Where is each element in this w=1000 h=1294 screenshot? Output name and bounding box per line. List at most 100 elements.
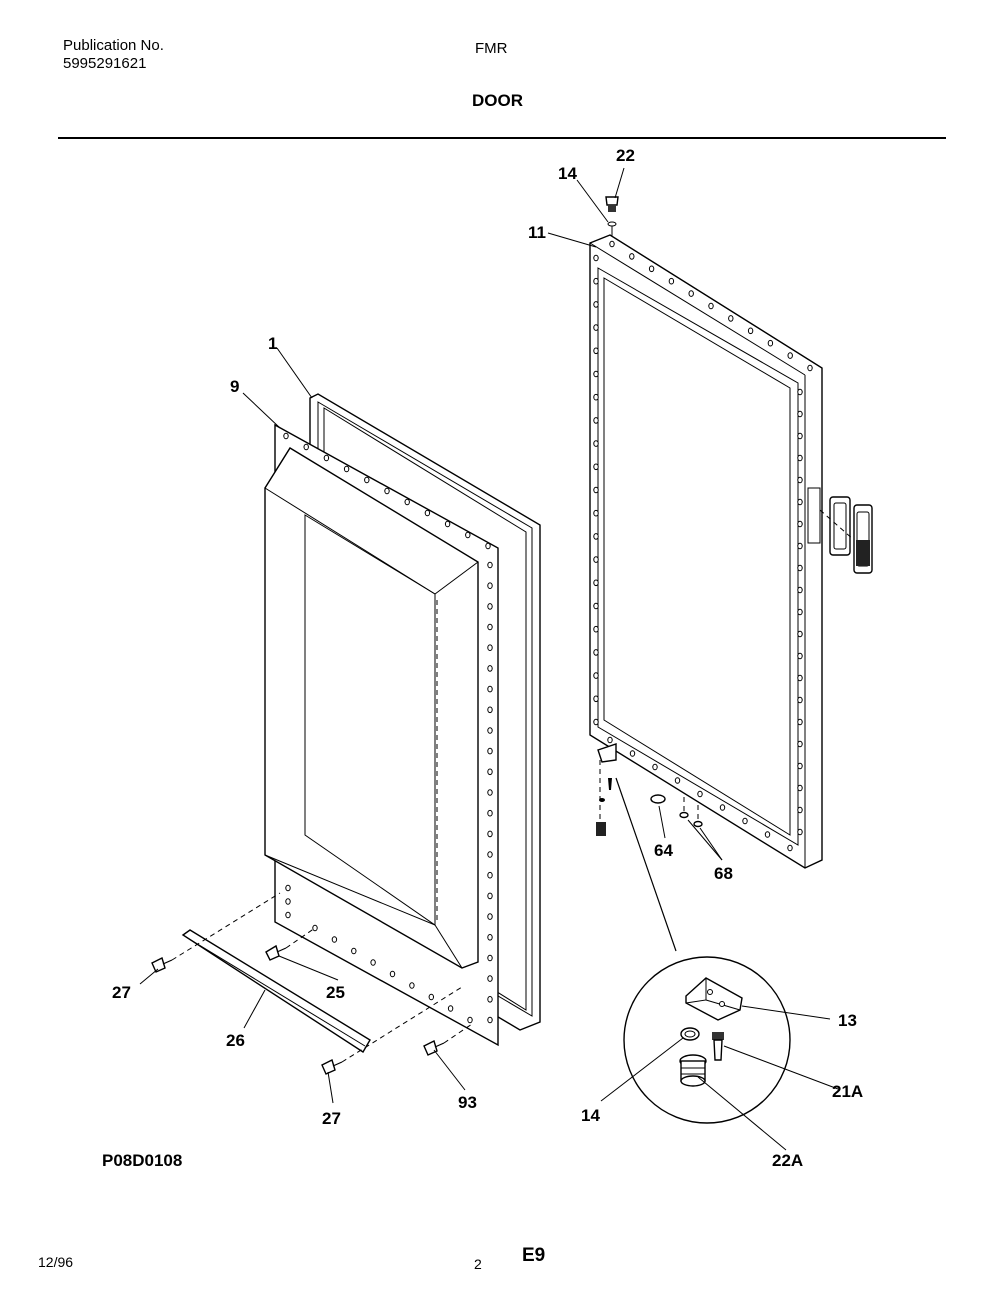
liner-hole [364,476,370,484]
panel-hole [797,410,803,418]
callout-14-detail: 14 [581,1106,600,1125]
panel-hole [593,417,599,424]
panel-hole [797,454,803,462]
panel-hole [767,339,774,347]
panel-hole [688,290,694,297]
liner-hole [285,898,291,905]
panel-hole [797,542,803,550]
bottom-trim [181,929,371,1053]
panel-hole [797,608,803,616]
callout-27-bottom: 27 [322,1109,341,1128]
callout-27-left: 27 [112,983,131,1002]
liner-hole [487,561,493,569]
panel-hole [797,674,803,682]
panel-hole [797,476,803,484]
panel-hole [797,828,803,836]
panel-hole [593,347,599,355]
hinge-detail-view [615,777,791,1124]
liner-hole [487,830,493,838]
diagram-code: P08D0108 [102,1151,183,1170]
liner-hole [444,520,451,528]
panel-hole [593,324,599,331]
panel-hole [787,352,793,359]
callout-1: 1 [268,334,277,353]
liner-hole [487,747,493,755]
callout-93: 93 [458,1093,477,1112]
panel-hole [593,440,599,447]
callout-68: 68 [714,864,733,883]
panel-hole [593,254,599,262]
panel-hole [728,315,734,322]
panel-hole [708,302,714,310]
callout-64: 64 [654,841,673,860]
callout-25: 25 [326,983,345,1002]
liner-hole [384,487,390,495]
page-number: 2 [474,1256,482,1272]
panel-hole [674,777,681,784]
panel-hole [593,695,599,703]
liner-hole [487,996,493,1003]
panel-hole [593,486,599,494]
callout-21a: 21A [832,1082,863,1101]
liner-hole [487,934,493,941]
liner-hole [487,623,493,631]
liner-hole [343,465,350,473]
top-hinge-pin [605,196,619,236]
panel-hole [797,432,803,440]
liner-hole [389,970,396,978]
panel-hole [593,579,599,587]
panel-hole [629,253,635,260]
liner-hole [487,685,493,693]
panel-hole [593,625,599,633]
panel-hole [764,831,771,838]
panel-hole [797,740,803,748]
liner-hole [487,975,493,982]
panel-hole [697,790,703,798]
liner-hole [487,954,493,962]
liner-hole [409,982,415,989]
panel-hole [652,763,658,771]
panel-hole [593,370,599,378]
liner-hole [351,947,357,955]
door-handle [807,487,873,574]
header-divider [58,137,946,139]
panel-hole [607,736,613,744]
panel-hole [593,463,599,471]
panel-hole [797,630,803,638]
liner-hole [487,1016,493,1024]
liner-hole [487,582,493,590]
panel-hole [787,844,793,852]
panel-hole [593,393,599,401]
liner-hole [487,727,493,734]
panel-hole [797,718,803,726]
panel-hole [807,364,813,372]
callout-11: 11 [528,223,546,242]
liner-hole [487,768,493,776]
liner-hole [447,1005,454,1012]
panel-hole [797,586,803,594]
publication-label: Publication No. [63,37,164,54]
panel-hole [797,564,803,572]
liner-hole [487,706,493,714]
panel-hole [797,806,803,814]
callout-22a: 22A [772,1151,803,1170]
page-code: E9 [522,1245,546,1266]
liner-hole [467,1016,473,1024]
outer-door-panel [589,234,823,869]
liner-hole [485,542,491,550]
liner-hole [331,936,338,943]
liner-hole [487,603,493,610]
panel-hole [593,602,599,610]
section-title: DOOR [472,91,523,110]
panel-hole [593,301,599,308]
leader-lines [139,167,839,1151]
liner-hole [487,851,493,858]
liner-hole [487,809,493,817]
liner-hole [285,884,291,892]
liner-hole [487,913,493,920]
publication-number: 5995291621 [63,55,147,72]
screw-93 [423,1023,473,1056]
liner-hole [404,498,410,506]
liner-hole [487,871,493,879]
